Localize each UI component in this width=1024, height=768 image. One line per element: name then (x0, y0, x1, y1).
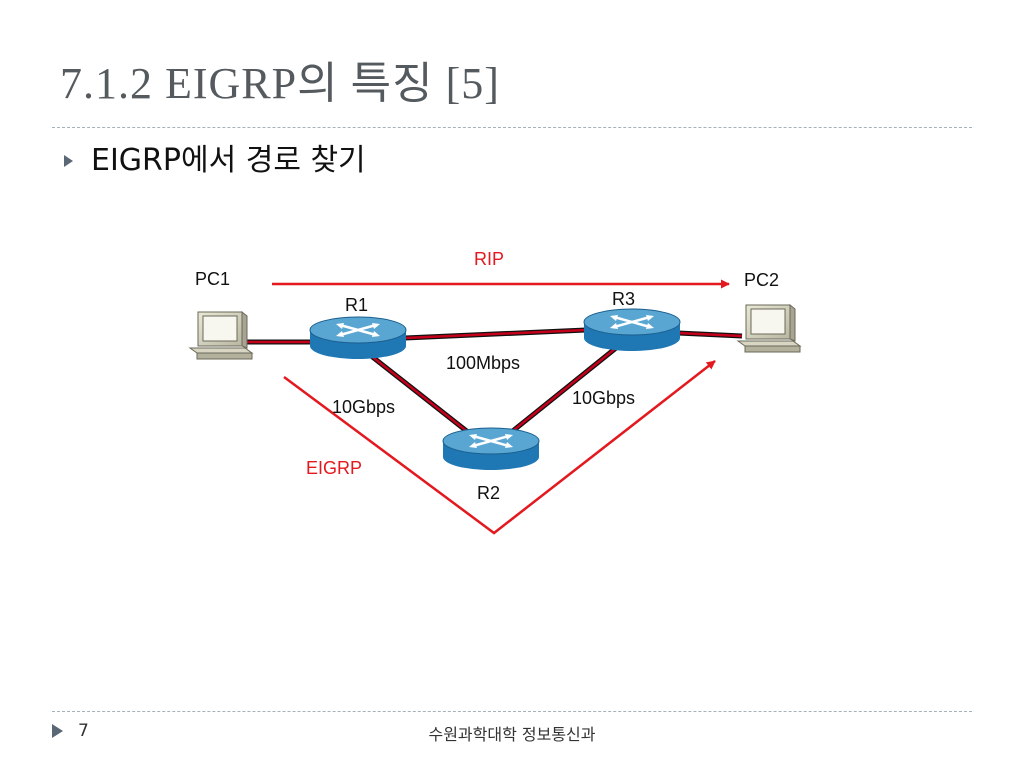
title-divider (52, 127, 972, 128)
footer-divider (52, 711, 972, 712)
link-r3-pc2 (677, 330, 743, 339)
pc1-label: PC1 (195, 269, 230, 289)
bullet-item: EIGRP에서 경로 찾기 (64, 146, 366, 176)
slide-title: 7.1.2 EIGRP의 특징 [5] (60, 59, 500, 108)
link-r2-r3 (502, 346, 618, 440)
r3-router-icon (583, 308, 681, 351)
r3-label: R3 (612, 289, 635, 309)
links (244, 327, 743, 442)
bullet-text: EIGRP에서 경로 찾기 (91, 143, 366, 178)
link-r1-r3 (404, 327, 587, 341)
r1-label: R1 (345, 295, 368, 315)
eigrp-route-label: EIGRP (306, 458, 362, 478)
r2-router-icon (442, 427, 540, 470)
link-r1-r3-bandwidth-label: 100Mbps (446, 353, 520, 373)
pc2-label: PC2 (744, 270, 779, 290)
r1-router-icon (309, 316, 407, 359)
footer-arrow-icon (52, 724, 63, 738)
footer-text: 수원과학대학 정보통신과 (428, 725, 596, 744)
page-number: 7 (78, 721, 89, 741)
link-r2-r3-bandwidth-label: 10Gbps (572, 388, 635, 408)
eigrp-route-arrow (283, 360, 716, 535)
pc2-computer-icon (736, 303, 802, 353)
bullet-arrow-icon (64, 155, 73, 167)
rip-route-label: RIP (474, 249, 504, 269)
link-r1-r2 (368, 353, 480, 442)
r2-label: R2 (477, 483, 500, 503)
link-r1-r2-bandwidth-label: 10Gbps (332, 397, 395, 417)
pc1-computer-icon (188, 310, 254, 360)
